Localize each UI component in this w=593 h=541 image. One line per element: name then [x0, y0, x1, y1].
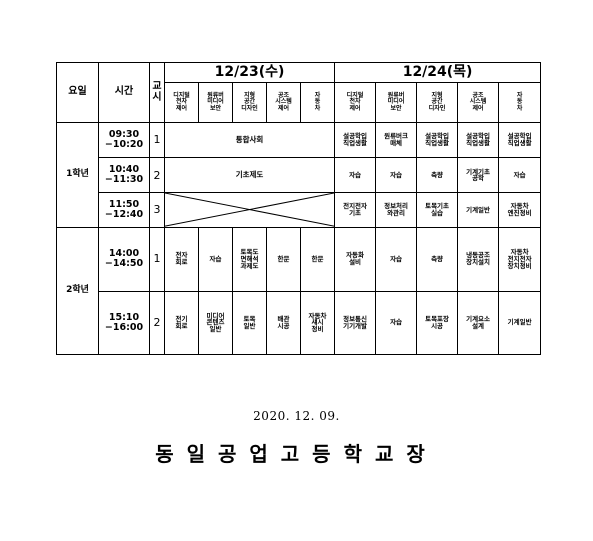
- no-exam-crossed-cell: [163, 192, 336, 228]
- subject-cell: 기계요소 설계: [457, 290, 500, 356]
- dept-header: 지형 공간 디자인: [232, 82, 267, 124]
- subject-cell: 자동화 설비: [334, 226, 377, 292]
- subject-cell: 토목포장 시공: [416, 290, 459, 356]
- common-subject: 통합사회: [163, 122, 336, 159]
- time-slot: 11:50 −12:40: [98, 192, 150, 228]
- dept-header: 지형 공간 디자인: [416, 82, 459, 124]
- dept-header: 자 동 차: [498, 82, 542, 124]
- cross-lines: [165, 193, 334, 226]
- subject-cell: 냉동공조 장치설치: [457, 226, 500, 292]
- subject-cell: 자습: [375, 226, 418, 292]
- dept-header: 원류버 미디어 보안: [198, 82, 233, 124]
- dept-header: 공조 시스템 제어: [457, 82, 500, 124]
- grade-2-label: 2학년: [56, 226, 99, 356]
- subject-cell: 원류버크 매체: [375, 122, 418, 159]
- school-principal-signature: 동일공업고등학교장: [155, 442, 438, 466]
- time-slot: 10:40 −11:30: [98, 157, 150, 194]
- subject-cell: 설공학입 직업생활: [416, 122, 459, 159]
- subject-cell: 배관 시공: [266, 290, 301, 356]
- subject-cell: 측량: [416, 226, 459, 292]
- date-header-2: 12/24(목): [334, 61, 542, 84]
- subject-cell: 설공학입 직업생활: [334, 122, 377, 159]
- subject-cell: 정보통신 기기개발: [334, 290, 377, 356]
- subject-cell: 기계기초 공학: [457, 157, 500, 194]
- subject-cell: 전기 회로: [164, 290, 199, 356]
- dept-header: 디지털 전자 제어: [334, 82, 377, 124]
- period-number: 2: [149, 157, 165, 194]
- time-slot: 09:30 −10:20: [98, 122, 150, 159]
- subject-cell: 자습: [375, 157, 418, 194]
- subject-cell: 토목도 면해석 과제도: [232, 226, 267, 292]
- period-number: 1: [149, 122, 165, 159]
- subject-cell: 자동차 엔진정비: [498, 192, 542, 228]
- subject-cell: 축량: [416, 157, 459, 194]
- time-slot: 15:10 −16:00: [98, 290, 150, 356]
- time-label: 시간: [98, 61, 150, 124]
- subject-cell: 기계일반: [457, 192, 500, 228]
- subject-cell: 토목 일반: [232, 290, 267, 356]
- subject-cell: 토목기초 실습: [416, 192, 459, 228]
- subject-cell: 설공학입 직업생활: [457, 122, 500, 159]
- subject-cell: 정보처리 와관리: [375, 192, 418, 228]
- period-number: 1: [149, 226, 165, 292]
- subject-cell: 자습: [375, 290, 418, 356]
- subject-cell: 전지전자 기초: [334, 192, 377, 228]
- date-header-1: 12/23(수): [163, 61, 336, 84]
- subject-cell: 전자 회로: [164, 226, 199, 292]
- issue-date: 2020. 12. 09.: [253, 409, 340, 423]
- subject-cell: 자습: [498, 157, 542, 194]
- common-subject: 기초제도: [163, 157, 336, 194]
- subject-cell: 자동차 전지전자 장치정비: [498, 226, 542, 292]
- dept-header: 원류버 미디어 보안: [375, 82, 418, 124]
- exam-schedule-table: 요일 시간 교 시 12/23(수) 12/24(목) 디지털 전자 제어 원류…: [56, 61, 542, 356]
- period-number: 3: [149, 192, 165, 228]
- grade-1-label: 1학년: [56, 122, 99, 228]
- subject-cell: 기계일반: [498, 290, 542, 356]
- subject-cell: 자습: [198, 226, 233, 292]
- dept-header: 공조 시스템 제어: [266, 82, 301, 124]
- period-number: 2: [149, 290, 165, 356]
- subject-cell: 미디어 콘텐츠 일반: [198, 290, 233, 356]
- dept-header: 자 동 차: [299, 82, 336, 124]
- subject-cell: 한문: [299, 226, 336, 292]
- period-label: 교 시: [149, 61, 165, 124]
- day-label: 요일: [56, 61, 99, 124]
- subject-cell: 한문: [266, 226, 301, 292]
- time-slot: 14:00 −14:50: [98, 226, 150, 292]
- subject-cell: 자동차 섀시 정비: [299, 290, 336, 356]
- subject-cell: 설공학입 직업생활: [498, 122, 542, 159]
- subject-cell: 자습: [334, 157, 377, 194]
- dept-header: 디지털 전자 제어: [164, 82, 199, 124]
